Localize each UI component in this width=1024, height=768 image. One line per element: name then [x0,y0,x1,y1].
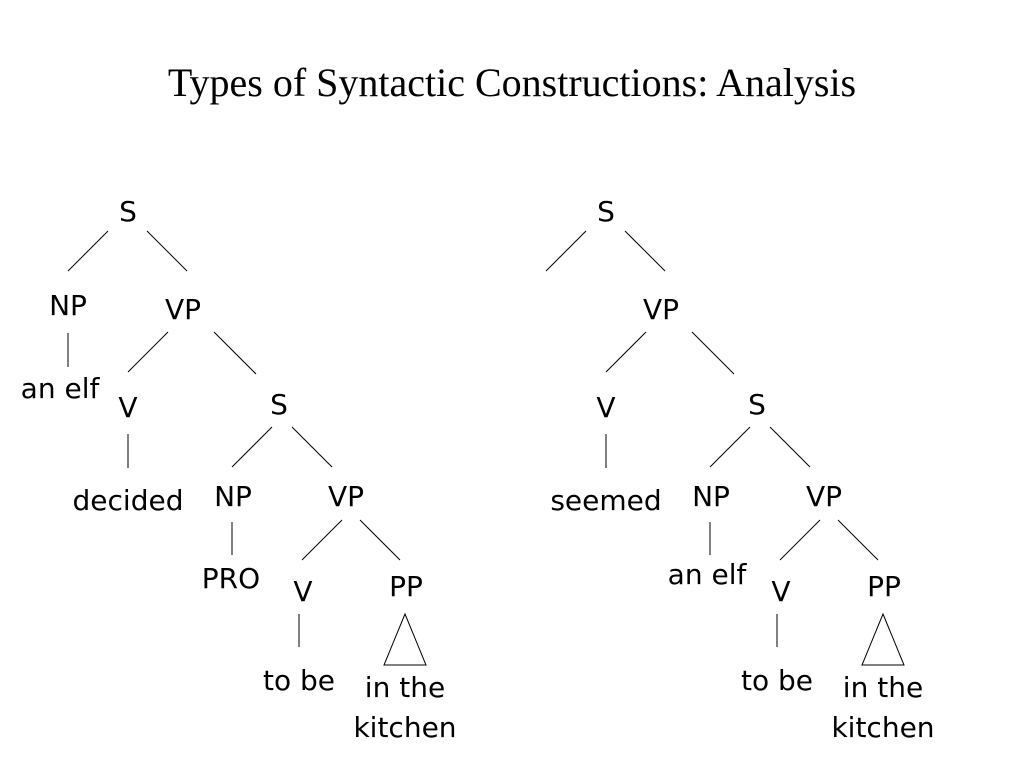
branch-s2-to-np [709,426,751,468]
branch-s-to-empty [545,230,587,272]
label-pp: PP [867,570,901,603]
branch-s-to-vp [624,230,666,272]
label-vp-main: VP [643,293,679,326]
label-v-embedded: V [293,575,312,608]
branch-s2-to-vp [769,426,811,468]
branch-vp2-to-pp [359,519,401,561]
branch-vp2-to-v [301,519,343,561]
label-vp-embedded: VP [328,480,364,513]
branch-s2-to-vp [291,426,333,468]
branch-s2-to-np [231,426,273,468]
word-np-embedded: PRO [202,562,260,595]
branch-s-to-np [67,230,109,272]
branch-s-to-vp [146,230,188,272]
word-pp-line1: in the [843,671,923,704]
word-pp-line2: kitchen [353,711,456,744]
branch-vp-to-v [127,331,169,373]
word-pp-line1: in the [365,671,445,704]
label-s-embedded: S [270,388,288,421]
label-v-embedded: V [771,575,790,608]
label-np-embedded: NP [692,480,730,513]
label-vp-embedded: VP [806,480,842,513]
word-v-embedded: to be [741,664,813,697]
slide-title: Types of Syntactic Constructions: Analys… [167,60,857,105]
branch-vp-to-s [213,331,257,375]
label-s-embedded: S [748,388,766,421]
label-v-main: V [596,391,615,424]
word-np-subject: an elf [21,372,101,405]
label-np-embedded: NP [214,480,252,513]
word-np-embedded: an elf [668,558,748,591]
label-pp: PP [389,570,423,603]
label-s-root: S [119,195,137,228]
label-s-root: S [597,195,615,228]
tree-decided: S NP an elf VP V decided S NP PRO VP V t… [21,195,457,744]
word-v-main: decided [73,484,184,517]
pp-triangle [383,612,427,666]
pp-triangle [861,612,905,666]
word-v-embedded: to be [263,664,335,697]
branch-vp2-to-pp [837,519,879,561]
branch-vp-to-s [691,331,735,375]
label-np-subject: NP [49,289,87,322]
branch-vp-to-v [605,331,647,373]
label-v-main: V [118,391,137,424]
tree-seemed: S VP V seemed S NP an elf VP V to be PP … [545,195,935,744]
word-v-main: seemed [550,484,661,517]
word-pp-line2: kitchen [831,711,934,744]
branch-vp2-to-v [779,519,821,561]
label-vp-main: VP [165,293,201,326]
